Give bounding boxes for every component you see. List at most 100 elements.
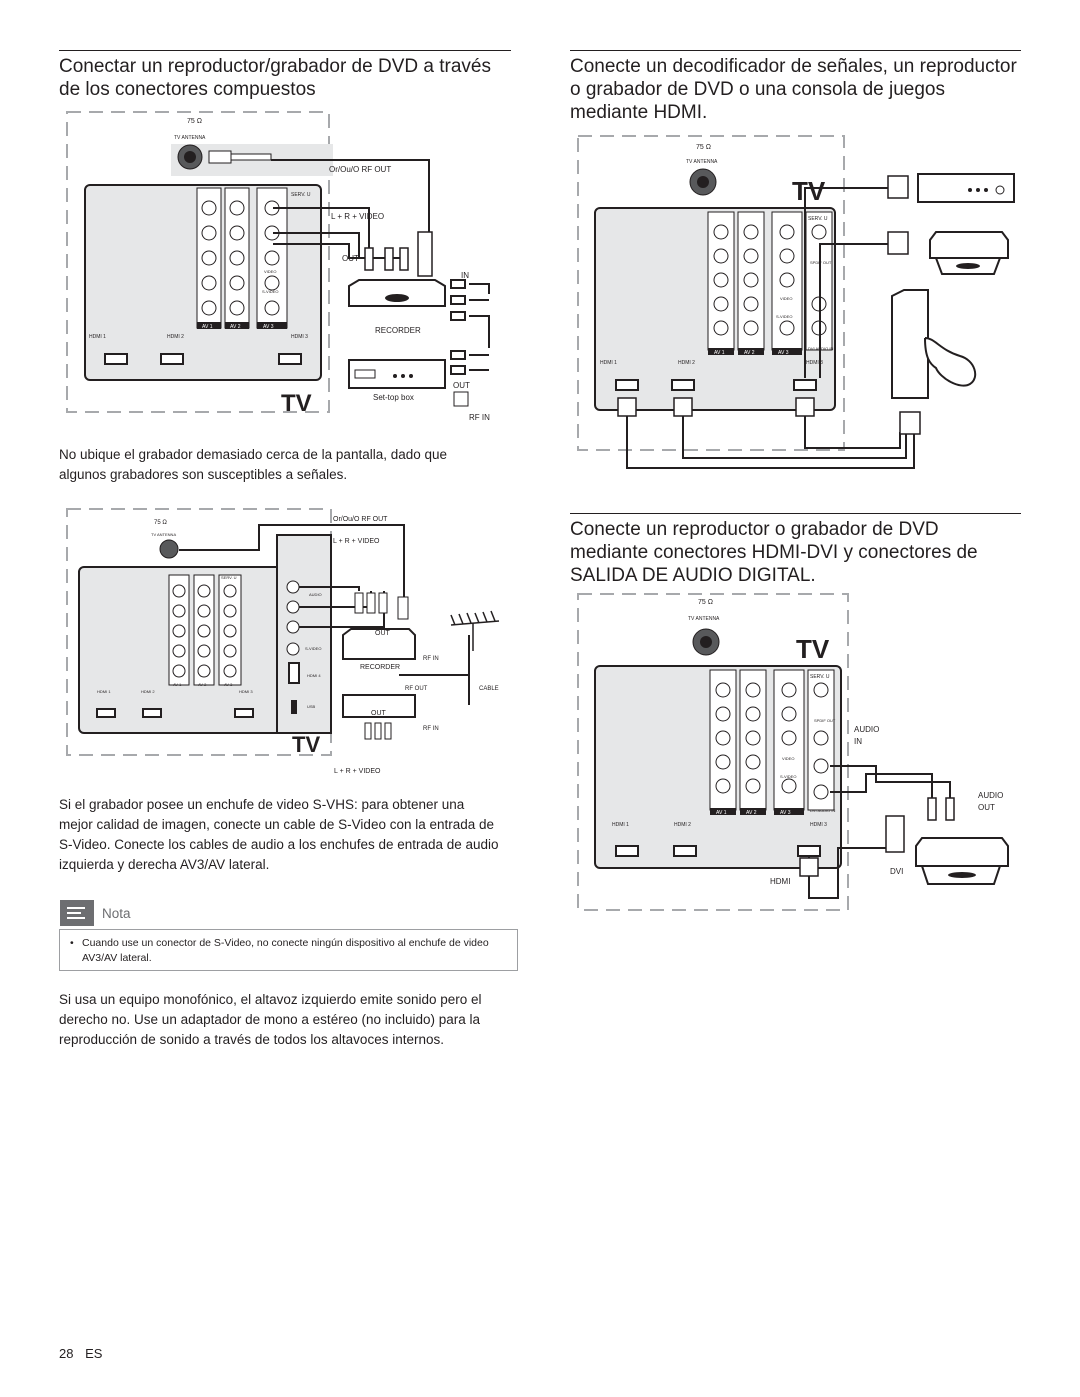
tv-side-panel — [276, 534, 332, 734]
recorder-label-2: RECORDER — [360, 664, 400, 671]
diagram-hdmi-connection: 75 Ω TV ANTENNA TV AV 1 AV 2 AV 3 SERV. … — [570, 128, 1021, 473]
heading-hdmi: Conecte un decodificador de señales, un … — [570, 56, 1017, 123]
svideo-label-r2: S-VIDEO — [780, 774, 796, 779]
set-top-box-icon — [348, 359, 446, 389]
dvi-audio-label-r2: DVI AUDIO IN — [810, 808, 835, 813]
left-top-rule — [59, 50, 511, 51]
rca-plug-icons-2 — [354, 592, 409, 620]
hdmi-cables — [626, 187, 915, 469]
av2-label-2: AV 2 — [198, 682, 207, 687]
svideo-label-2: S-VIDEO — [305, 646, 321, 651]
antenna-label-r1: TV ANTENNA — [686, 159, 718, 165]
right-mid-rule — [570, 513, 1021, 514]
out-label-settop-2: OUT — [371, 710, 387, 717]
diagram-composite-connection: 75 Ω TV ANTENNA Or/Ou/O RF OUT AV 1 AV 2… — [59, 108, 511, 430]
note-title: Nota — [102, 905, 131, 921]
note-text: Cuando use un conector de S-Video, no co… — [82, 937, 489, 964]
recorder-icon — [348, 279, 446, 307]
cable-label: CABLE — [479, 686, 499, 692]
antenna-jack-icon-r1 — [689, 168, 717, 196]
serv-u-label-2: SERV. U — [221, 575, 237, 580]
note-header: Nota — [60, 900, 131, 926]
audio-in-label-2: IN — [854, 737, 862, 746]
av-jack-columns — [196, 187, 288, 329]
video-label-r1: VIDEO — [780, 296, 792, 301]
audio-in-label-1: AUDIO — [854, 725, 879, 734]
hdmi4-label: HDMI 4 — [307, 673, 321, 678]
tv-label: TV — [281, 390, 312, 417]
lr-video-label: L + R + VIDEO — [331, 212, 384, 221]
heading-composite: Conectar un reproductor/grabador de DVD … — [59, 56, 491, 100]
dvd-player-icon-r1 — [929, 231, 1009, 275]
usb-port-icon — [291, 700, 297, 714]
antenna-jack-icon-2 — [159, 539, 179, 559]
hdmi1-label-2: HDMI 1 — [97, 689, 111, 694]
mono-paragraph: Si usa un equipo monofónico, el altavoz … — [59, 992, 482, 1047]
recorder-cables — [450, 279, 490, 375]
hdmi-port-icons-2 — [96, 708, 254, 718]
lr-video-bottom-label: L + R + VIDEO — [334, 768, 381, 775]
rf-in-label-2: RF IN — [423, 656, 439, 662]
settop-rca-plugs — [364, 722, 392, 740]
page-number: 28 — [59, 1346, 74, 1361]
av1-label-r1: AV 1 — [714, 350, 725, 356]
out-label: OUT — [342, 254, 359, 263]
av2-label-r1: AV 2 — [744, 350, 755, 356]
diagram-svideo-connection: 75 Ω TV ANTENNA Or/Ou/O RF OUT AV 1 AV 2… — [59, 505, 511, 780]
av1-label-r2: AV 1 — [716, 810, 727, 816]
serv-u-label-r2: SERV. U — [810, 674, 830, 680]
tv-label-r1: TV — [792, 176, 826, 206]
settop-label: Set-top box — [373, 393, 414, 402]
hdmi-port-icons-r1 — [615, 379, 817, 391]
rca-plug-icons — [364, 231, 433, 277]
rf-out-label-2: RF OUT — [405, 686, 428, 692]
rf-out-top-label: Or/Ou/O RF OUT — [333, 516, 388, 523]
heading-hdmi-dvi: Conecte un reproductor o grabador de DVD… — [570, 519, 978, 586]
av3-label-r2: AV 3 — [780, 810, 791, 816]
note-bullet: • — [70, 937, 74, 949]
serv-u-label-r1: SERV. U — [808, 216, 828, 222]
hdmi2-label: HDMI 2 — [167, 334, 184, 340]
audio-out-label-1: AUDIO — [978, 791, 1003, 800]
hdmi1-label-r2: HDMI 1 — [612, 822, 629, 828]
page-footer: 28 ES — [59, 1346, 102, 1361]
antenna-label-2: TV ANTENNA — [151, 532, 176, 537]
av3-label-2: AV 3 — [224, 682, 233, 687]
diagram-hdmi-dvi-connection: 75 Ω TV ANTENNA TV AV 1 AV 2 AV 3 SERV. … — [570, 588, 1021, 918]
video-label: VIDEO — [264, 269, 276, 274]
recorder-distance-paragraph: No ubique el grabador demasiado cerca de… — [59, 447, 448, 482]
av2-label-r2: AV 2 — [746, 810, 757, 816]
av3-label: AV 3 — [263, 324, 274, 330]
svhs-paragraph: Si el grabador posee un enchufe de video… — [59, 797, 499, 872]
recorder-icon-2 — [342, 628, 416, 660]
tv-label-r2: TV — [796, 634, 830, 664]
note-icon — [60, 900, 94, 926]
antenna-ohm-label-2: 75 Ω — [154, 520, 167, 526]
usb-label: USB — [307, 704, 316, 709]
spdif-label-r2: SPDIF OUT — [814, 718, 836, 723]
set-top-box-icon-2 — [342, 694, 416, 718]
hdmi3-label: HDMI 3 — [291, 334, 308, 340]
in-label: IN — [461, 271, 469, 280]
rf-out-label: Or/Ou/O RF OUT — [329, 165, 391, 174]
av3-label-r1: AV 3 — [778, 350, 789, 356]
svideo-label: S-VIDEO — [262, 289, 278, 294]
hdmi3-label-2: HDMI 3 — [239, 689, 253, 694]
rf-in-label-settop-2: RF IN — [423, 726, 439, 732]
svideo-label-r1: S-VIDEO — [776, 314, 792, 319]
hdmi1-label-r1: HDMI 1 — [600, 360, 617, 366]
dvi-plug-icons — [799, 797, 955, 877]
dvd-player-icon-r2 — [915, 837, 1009, 885]
hdmi-cable-label: HDMI — [770, 877, 790, 886]
antenna-label-r2: TV ANTENNA — [688, 616, 720, 622]
hdmi3-label-r2: HDMI 3 — [810, 822, 827, 828]
av1-label-2: AV 1 — [173, 682, 182, 687]
audio-out-label-2: OUT — [978, 803, 995, 812]
antenna-aerial-icon — [450, 610, 500, 651]
av2-label: AV 2 — [230, 324, 241, 330]
out-label-2: OUT — [375, 630, 391, 637]
antenna-label: TV ANTENNA — [174, 135, 206, 141]
serv-u-label: SERV. U — [291, 192, 311, 198]
game-console-icon — [891, 289, 977, 399]
out-label-settop: OUT — [453, 381, 470, 390]
